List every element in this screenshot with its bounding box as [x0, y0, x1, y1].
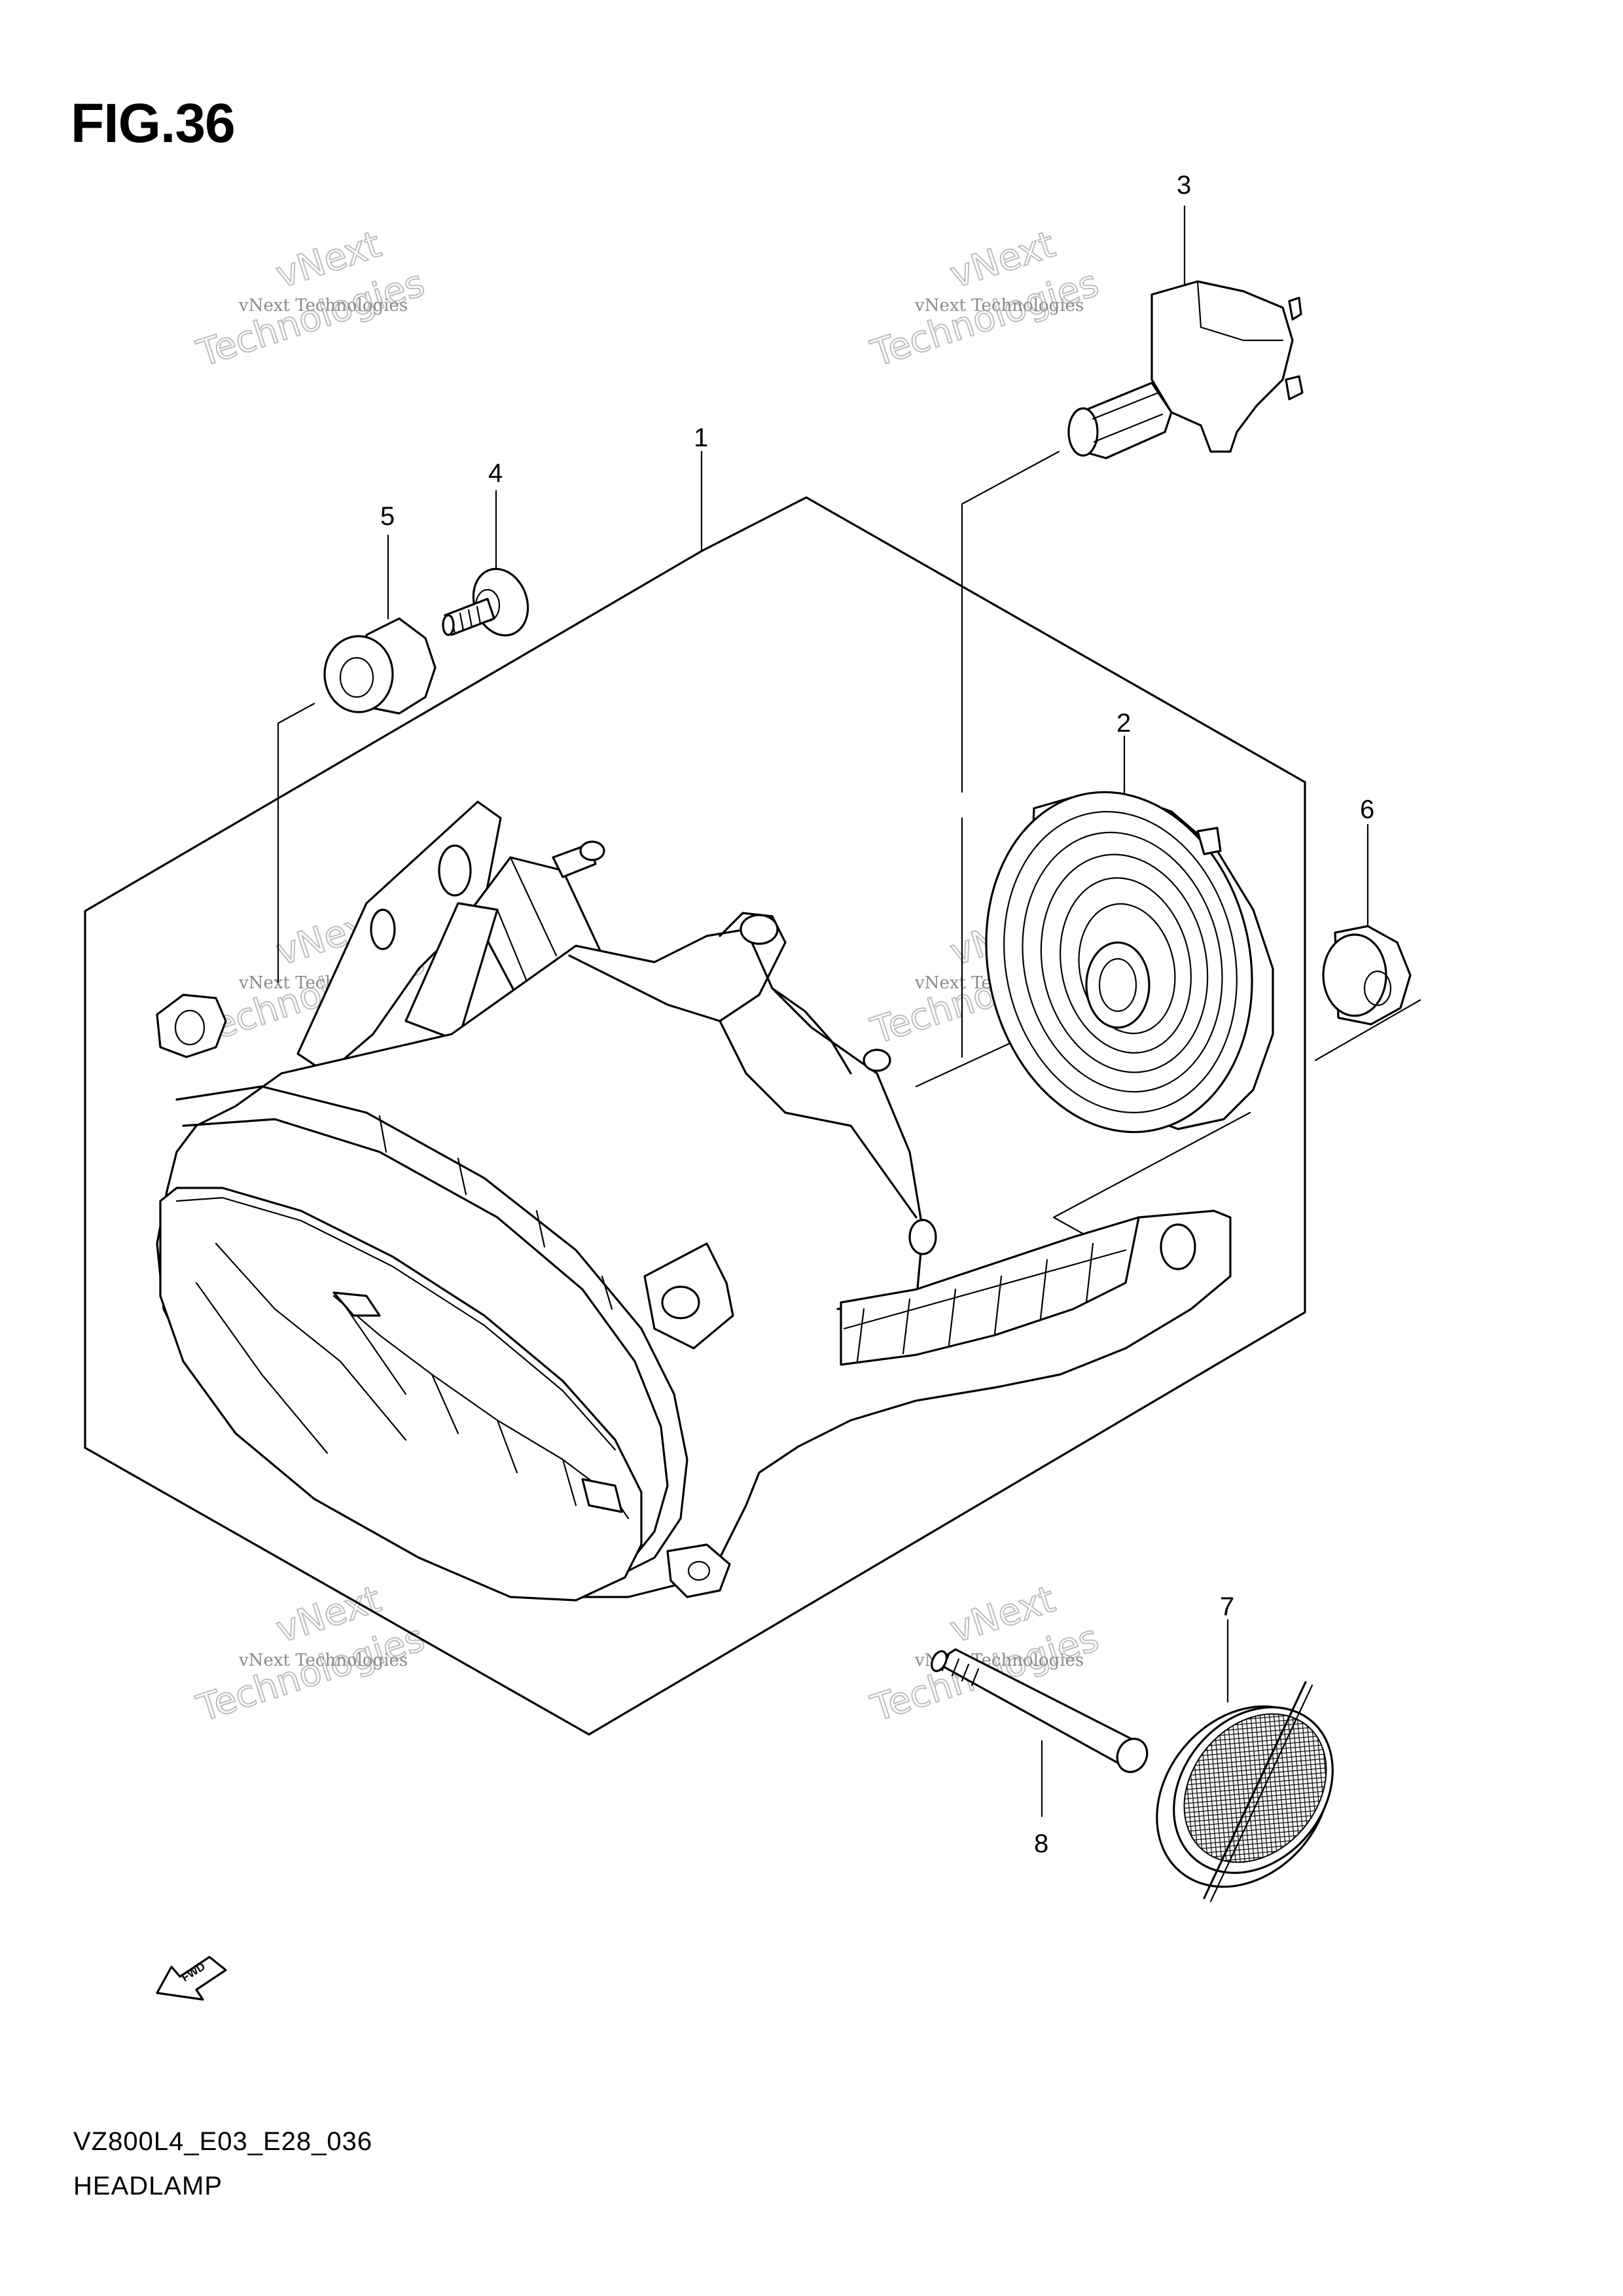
- headlamp-housing-part-1: [156, 800, 1232, 1602]
- watermark-5: vNext Technologies vNext Technologies: [191, 1577, 430, 1731]
- assembly-box: [84, 496, 1306, 1736]
- watermark-1: vNext Technologies vNext Technologies: [191, 223, 430, 376]
- callout-5: 5: [380, 502, 395, 531]
- figure-name: HEADLAMP: [73, 2172, 223, 2200]
- svg-text:vNext Technologies: vNext Technologies: [238, 296, 408, 315]
- callout-6: 6: [1360, 795, 1374, 824]
- bulb-part-3: [1067, 280, 1304, 459]
- reflector-part-7: [1156, 1681, 1334, 1903]
- figure-title: FIG.36: [71, 92, 236, 154]
- grommet-part-5: [323, 617, 437, 715]
- adjust-screw-part-8: [931, 1648, 1149, 1773]
- callout-8: 8: [1034, 1829, 1048, 1858]
- callout-1: 1: [694, 423, 708, 452]
- svg-text:vNext Technologies: vNext Technologies: [238, 1651, 408, 1670]
- watermark-2: vNext Technologies vNext Technologies: [865, 223, 1104, 376]
- fwd-arrow: FWD: [156, 1956, 227, 2001]
- callout-7: 7: [1220, 1592, 1234, 1621]
- callout-numbers: 1 2 3 4 5 6 7 8: [380, 171, 1374, 1858]
- callout-2: 2: [1116, 709, 1131, 738]
- socket-part-2: [985, 791, 1274, 1134]
- figure-code: VZ800L4_E03_E28_036: [73, 2127, 373, 2156]
- svg-text:vNext Technologies: vNext Technologies: [914, 296, 1084, 315]
- callout-3: 3: [1177, 171, 1191, 200]
- grommet-part-6: [1322, 925, 1412, 1026]
- screw-part-4: [442, 567, 529, 637]
- callout-4: 4: [488, 459, 503, 488]
